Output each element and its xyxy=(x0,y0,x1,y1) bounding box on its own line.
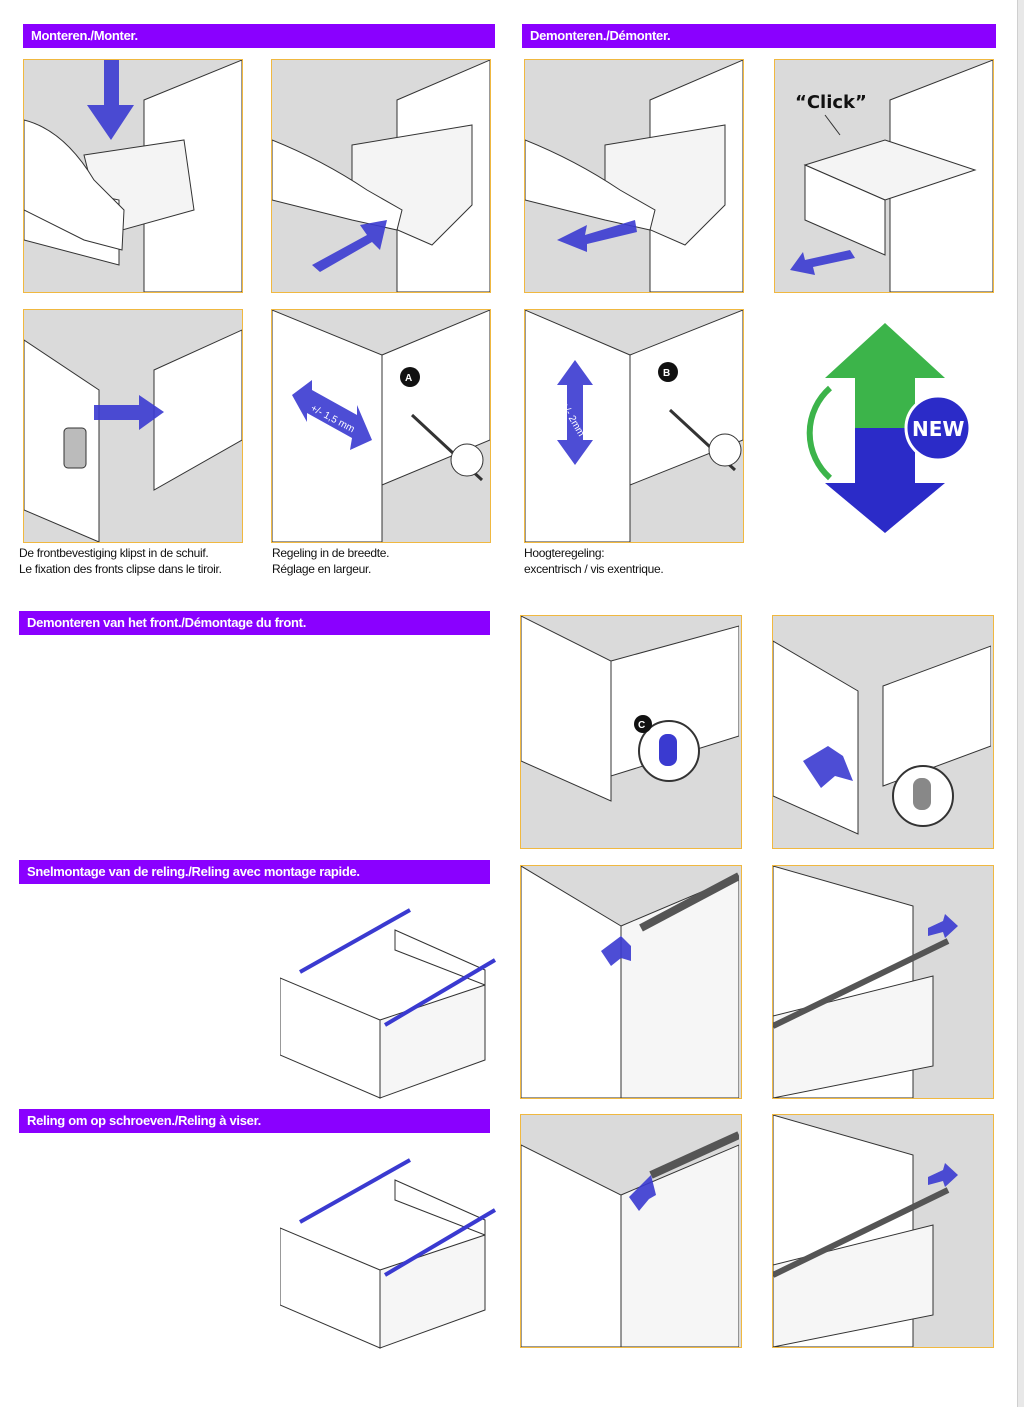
marker-a: A xyxy=(405,373,412,384)
illustration-screw-railing-drawer xyxy=(279,1150,500,1350)
header-screw-railing: Reling om op schroeven./Reling à viser. xyxy=(19,1109,490,1133)
double-arrow-height-icon xyxy=(557,360,593,465)
illustration-width-adjust: +/- 1,5 mm A xyxy=(271,309,491,543)
illustration-pull-drawer xyxy=(524,59,744,293)
arrow-railing-clip-icon xyxy=(928,914,958,938)
caption-width: Regeling in de breedte. Réglage en large… xyxy=(272,545,390,577)
illustration-railing-clip xyxy=(772,865,994,1099)
illustration-front-clip xyxy=(23,309,243,543)
arrow-screw-icon xyxy=(629,1175,656,1211)
header-montage: Monteren./Monter. xyxy=(23,24,495,48)
illustration-click-drawer: “Click” xyxy=(774,59,994,293)
illustration-height-adjust: +/- 2mm B xyxy=(524,309,744,543)
header-quick-railing: Snelmontage van de reling./Reling avec m… xyxy=(19,860,490,884)
caption-height-fr: excentrisch / vis exentrique. xyxy=(524,562,664,576)
illustration-quick-railing-drawer xyxy=(279,900,500,1100)
illustration-front-unlock: C xyxy=(520,615,742,849)
caption-height: Hoogteregeling: excentrisch / vis exentr… xyxy=(524,545,664,577)
caption-clip: De frontbevestiging klipst in de schuif.… xyxy=(19,545,222,577)
caption-clip-fr: Le fixation des fronts clipse dans le ti… xyxy=(19,562,222,576)
header-front-removal: Demonteren van het front./Démontage du f… xyxy=(19,611,490,635)
click-label: “Click” xyxy=(795,92,867,113)
arrow-railing-screw-clip-icon xyxy=(928,1163,958,1187)
marker-c: C xyxy=(638,720,645,731)
arrow-clip-icon xyxy=(94,395,164,430)
arrow-pull-icon xyxy=(557,220,637,252)
caption-width-fr: Réglage en largeur. xyxy=(272,562,372,576)
new-badge-graphic: NEW xyxy=(790,318,990,538)
page-edge xyxy=(1017,0,1024,1407)
caption-clip-nl: De frontbevestiging klipst in de schuif. xyxy=(19,546,209,560)
caption-width-nl: Regeling in de breedte. xyxy=(272,546,390,560)
illustration-railing-screw-clip xyxy=(772,1114,994,1348)
illustration-insert-drawer xyxy=(23,59,243,293)
new-badge-label: NEW xyxy=(912,417,964,441)
illustration-front-remove xyxy=(772,615,994,849)
marker-b: B xyxy=(663,368,670,379)
arrow-pull-down-icon xyxy=(790,250,855,275)
illustration-push-drawer xyxy=(271,59,491,293)
header-demontage: Demonteren./Démonter. xyxy=(522,24,996,48)
arrow-remove-front-icon xyxy=(803,746,853,788)
arrow-push-icon xyxy=(312,220,387,272)
illustration-railing-screw xyxy=(520,1114,742,1348)
arrow-down-icon xyxy=(87,60,134,140)
caption-height-nl: Hoogteregeling: xyxy=(524,546,605,560)
double-arrow-width-icon xyxy=(292,380,372,450)
arrow-plug-icon xyxy=(601,936,631,966)
illustration-railing-plug xyxy=(520,865,742,1099)
